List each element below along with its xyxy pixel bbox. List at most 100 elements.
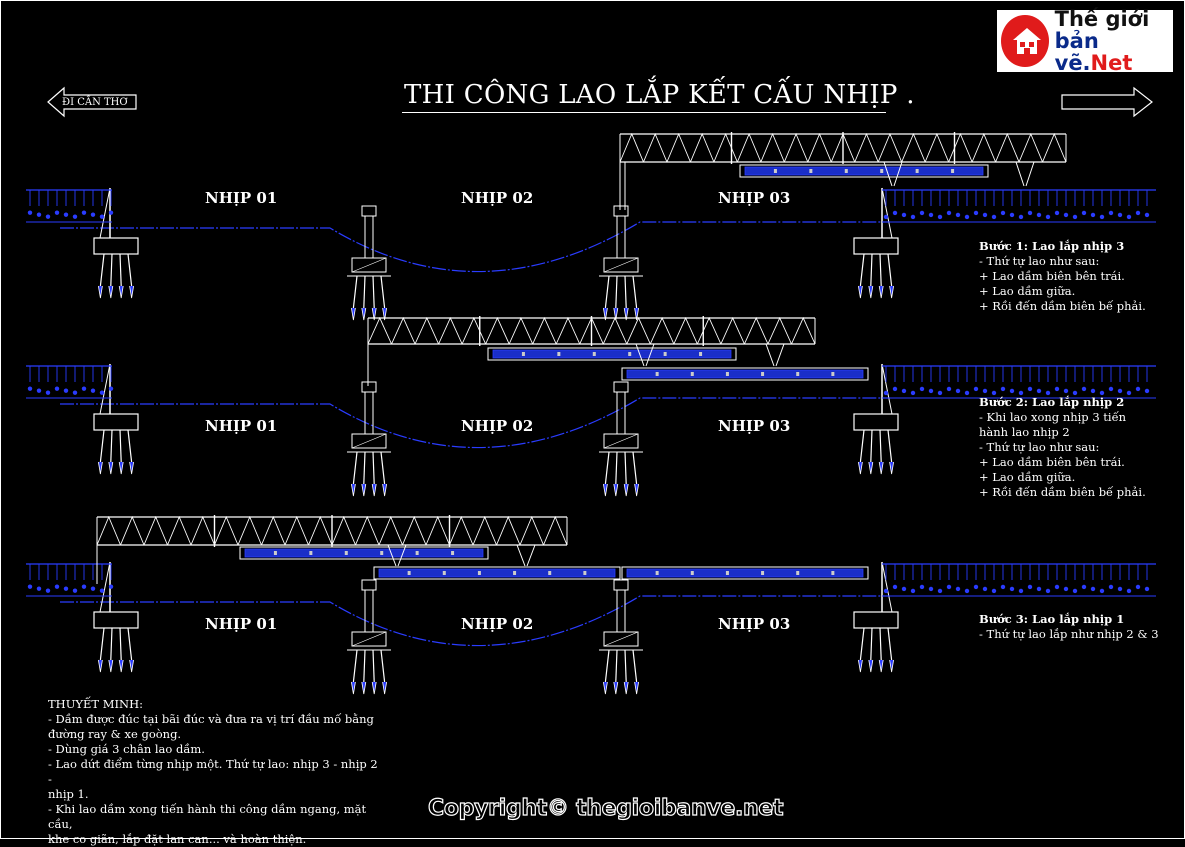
embankment (882, 189, 1156, 223)
notes-line: - Lao dứt điểm từng nhịp một. Thứ tự lao… (48, 757, 378, 786)
ballast (1108, 386, 1114, 392)
pier-cap (613, 579, 629, 591)
ballast (108, 584, 114, 589)
girder-outline (621, 367, 869, 381)
pile-group (98, 253, 134, 299)
pile-tip (361, 307, 367, 321)
ballast (1099, 214, 1105, 220)
ballast (72, 588, 78, 593)
ballast (1000, 210, 1006, 216)
girder-mark (663, 352, 667, 356)
ballast (45, 588, 51, 593)
pile (352, 451, 358, 485)
launching-truss (96, 515, 568, 547)
pile-tip (868, 659, 874, 673)
ballast (63, 586, 69, 591)
ballast (1126, 390, 1132, 396)
pile-group (98, 627, 134, 673)
ballast (910, 390, 916, 396)
ballast (45, 214, 51, 219)
girder-mark (725, 372, 729, 376)
ballast (1135, 210, 1141, 216)
girder-mark (844, 169, 848, 173)
support-strut (387, 544, 397, 567)
pile (372, 275, 375, 309)
pier-footing (351, 631, 387, 647)
ballast (1090, 586, 1096, 592)
abutment-wing (881, 561, 893, 613)
embankment (882, 365, 1156, 399)
girder-outline (373, 566, 621, 580)
pile (615, 275, 618, 309)
step-title: Bước 3: Lao lắp nhịp 1 (979, 612, 1125, 626)
truss-web (96, 515, 568, 546)
ballast (1063, 388, 1069, 394)
ballast (982, 586, 988, 592)
span-label-2: NHỊP 02 (461, 417, 534, 435)
ballast (1108, 210, 1114, 216)
title-underline (402, 112, 886, 113)
ballast (99, 214, 105, 219)
ballast (81, 386, 87, 391)
pile (615, 649, 618, 683)
pile-tip (371, 681, 377, 695)
pile (870, 253, 873, 287)
girder-mark (796, 571, 800, 575)
span-label-3: NHỊP 03 (718, 615, 791, 633)
girder-body (492, 349, 732, 359)
ballast (1054, 584, 1060, 590)
pile-tip (129, 285, 134, 299)
ballast (964, 390, 970, 396)
ballast (1081, 584, 1087, 590)
bridge-pier (347, 381, 391, 497)
pier-footing (603, 257, 639, 273)
pile (119, 429, 122, 463)
girder-mark (655, 571, 659, 575)
girder-mark (548, 571, 552, 575)
logo-line-1: Thế giới (1054, 7, 1150, 31)
pile (380, 649, 386, 683)
embankment (26, 365, 114, 399)
pile-tip (634, 483, 639, 497)
pier-cap (361, 381, 377, 393)
brand-logo: Thế giới bản vẽ.Net (997, 7, 1173, 74)
support-strut (526, 544, 536, 567)
ballast (1000, 584, 1006, 590)
pile (624, 451, 627, 485)
pile-tip (634, 307, 639, 321)
ballast (45, 390, 51, 395)
span-label-1: NHỊP 01 (205, 615, 278, 633)
explanation-notes: THUYẾT MINH: - Dầm được đúc tại bãi đúc … (48, 697, 378, 847)
notes-line: đường ray & xe goòng. (48, 727, 182, 741)
pile-tip (889, 659, 894, 673)
step-title: Bước 2: Lao lắp nhịp 2 (979, 395, 1125, 409)
pile-group (603, 451, 639, 497)
ballast (946, 584, 952, 590)
pile (604, 275, 610, 309)
ballast (1126, 214, 1132, 220)
pile-group (98, 429, 134, 475)
abutment (26, 187, 139, 299)
pile-tip (129, 461, 134, 475)
girder-body (744, 166, 984, 176)
ballast (892, 584, 898, 590)
step-3-text: Bước 3: Lao lắp nhịp 1 - Thứ tự lao lắp … (979, 612, 1159, 642)
bridge-girder (373, 566, 621, 580)
step-line: + Lao dầm biên bên trái. (979, 269, 1125, 283)
girder-outline (239, 546, 489, 560)
ballast (54, 584, 60, 589)
pile-tip (613, 681, 619, 695)
ballast (1009, 586, 1015, 592)
girder-mark (557, 352, 561, 356)
footing-hatch (351, 433, 387, 449)
ballast (1090, 388, 1096, 394)
pile-tip (858, 461, 863, 475)
pile-group (351, 649, 387, 695)
notes-line: - Khi lao dầm xong tiến hành thi công dầ… (48, 802, 367, 831)
ballast (90, 388, 96, 393)
pier-footing (351, 433, 387, 449)
support-strut (635, 343, 645, 367)
pile-tip (868, 285, 874, 299)
abutment (853, 187, 1156, 299)
bridge-pier (347, 205, 391, 321)
